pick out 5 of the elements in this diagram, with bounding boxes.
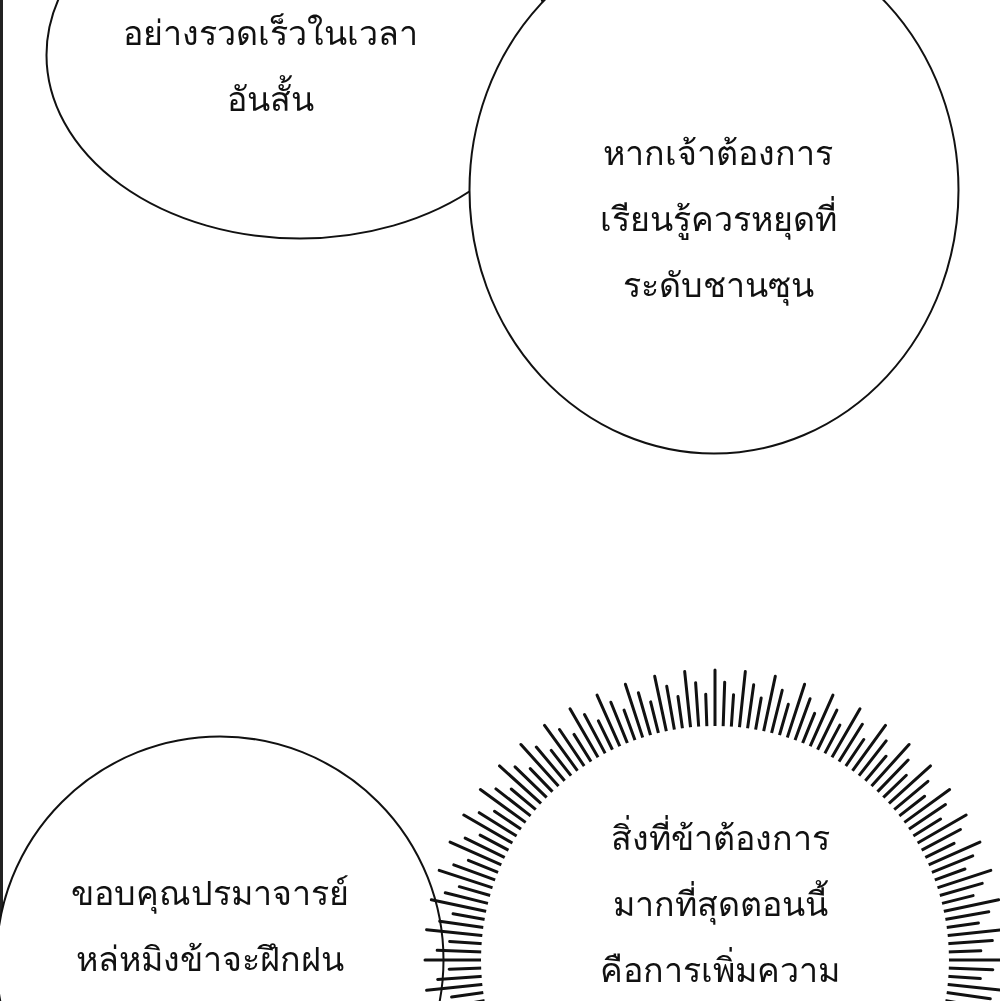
dialogue-text: สิ่งที่ข้าต้องการ มากที่สุดตอนนี้ คือการเพิ่มความ — [575, 805, 865, 1001]
dialogue-text: อย่างรวดเร็วในเวลา อันสั้น — [121, 12, 419, 121]
dialogue-text: ขอบคุณปรมาจารย์ หล่หมิงข้าจะฝึกฝน — [70, 872, 350, 981]
speech-bubble — [468, 0, 960, 455]
dialogue-text: หากเจ้าต้องการ เรียนรู้ควรหยุดที่ ระดับชานซุน — [598, 132, 838, 308]
